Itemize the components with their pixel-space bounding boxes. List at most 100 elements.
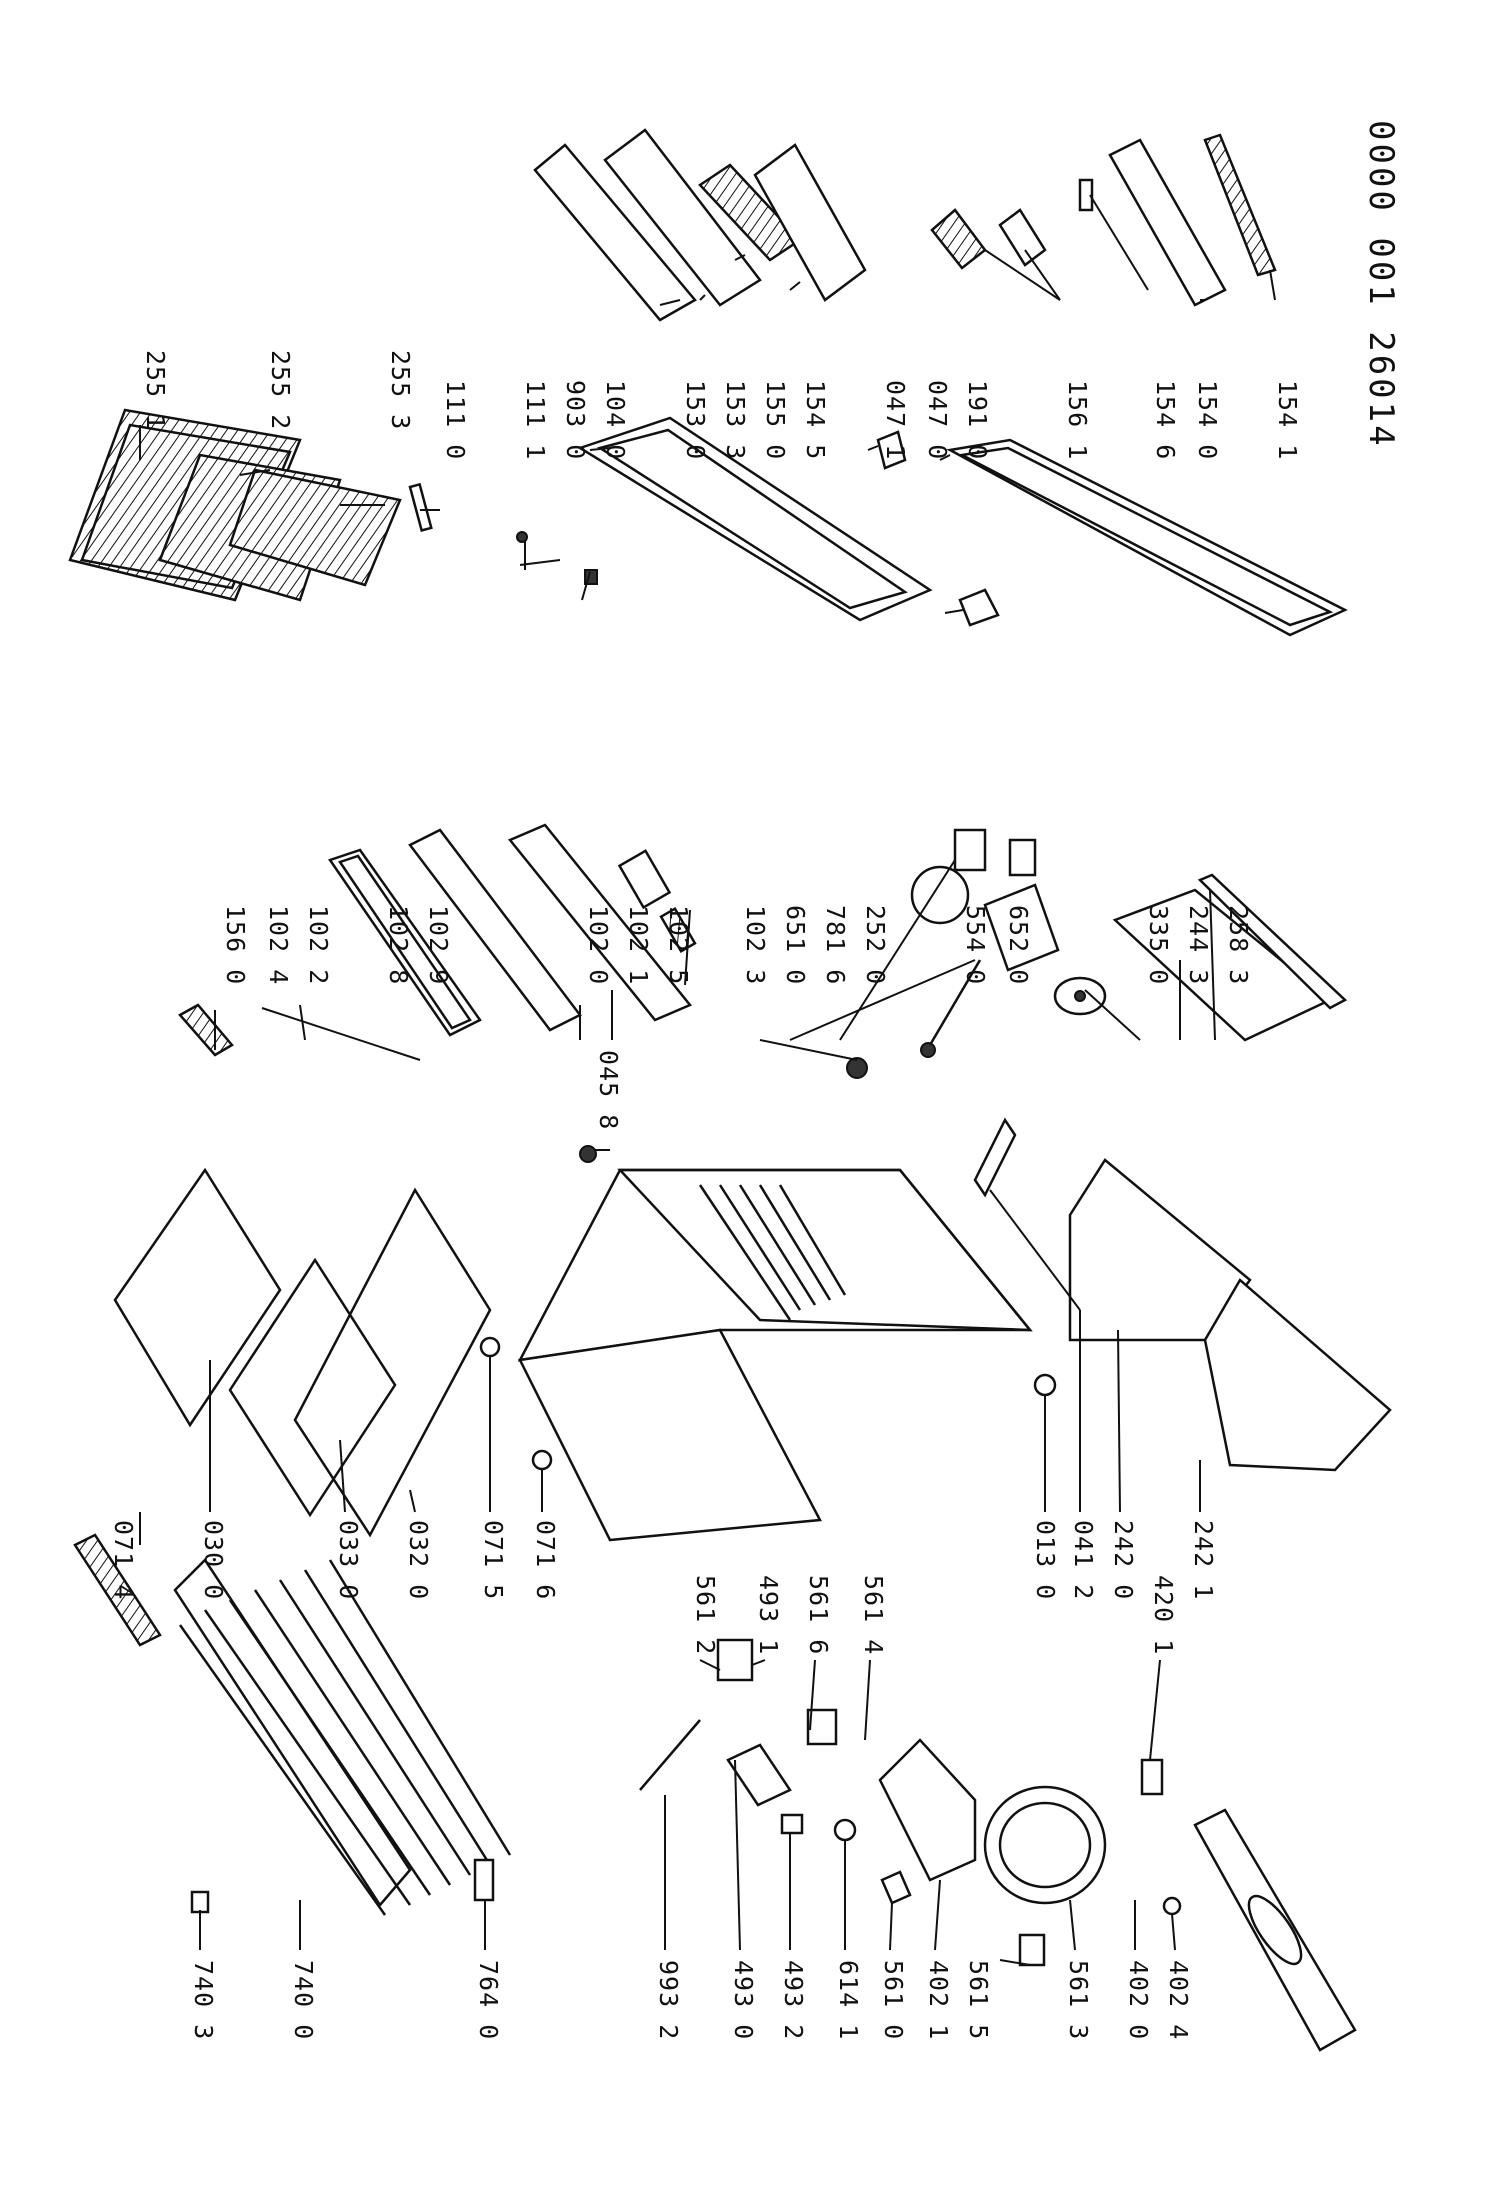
label-047-0: 047 0 xyxy=(923,380,952,460)
label-781-6: 781 6 xyxy=(821,905,850,985)
part-156-1-a xyxy=(930,208,987,270)
label-651-0: 651 0 xyxy=(781,905,810,985)
door-bin-154-0 xyxy=(1108,138,1227,307)
leader-lines xyxy=(139,194,1276,1966)
cabinet xyxy=(517,1168,1033,1542)
freezer-bar-156-0 xyxy=(178,1003,234,1057)
part-561-6 xyxy=(806,1708,838,1746)
crisper-rail-258-3 xyxy=(1197,873,1348,1010)
label-764-0: 764 0 xyxy=(474,1960,503,2040)
label-993-2: 993 2 xyxy=(654,1960,683,2040)
label-191-0: 191 0 xyxy=(963,380,992,460)
condenser-740-0 xyxy=(173,1558,512,1916)
label-104-0: 104 0 xyxy=(601,380,630,460)
door-bin-154-5 xyxy=(753,143,867,302)
crisper-242-1 xyxy=(1203,1278,1392,1472)
foot-047-0 xyxy=(958,588,1000,627)
label-561-0: 561 0 xyxy=(879,1960,908,2040)
clip-071-6 xyxy=(531,1449,553,1471)
part-561-5 xyxy=(1018,1933,1046,1967)
part-614-1 xyxy=(833,1818,857,1842)
panel-071-4 xyxy=(73,1533,162,1647)
label-030-0: 030 0 xyxy=(199,1520,228,1600)
label-561-4: 561 4 xyxy=(859,1575,888,1655)
label-102-8: 102 8 xyxy=(384,905,413,985)
part-156-1-b xyxy=(998,208,1047,267)
label-032-0: 032 0 xyxy=(404,1520,433,1600)
dryer-764-0 xyxy=(473,1858,495,1902)
label-102-1: 102 1 xyxy=(624,905,653,985)
label-252-0: 252 0 xyxy=(861,905,890,985)
label-402-1: 402 1 xyxy=(924,1960,953,2040)
label-561-6: 561 6 xyxy=(804,1575,833,1655)
label-258-3: 258 3 xyxy=(1224,905,1253,985)
label-111-0: 111 0 xyxy=(441,380,470,460)
label-153-0: 153 0 xyxy=(681,380,710,460)
label-156-1: 156 1 xyxy=(1063,380,1092,460)
cover-402-1 xyxy=(878,1738,977,1882)
label-102-9: 102 9 xyxy=(424,905,453,985)
glass-shelf-255-3 xyxy=(228,468,402,587)
switch-652-0 xyxy=(1008,838,1037,877)
label-402-0: 402 0 xyxy=(1124,1960,1153,2040)
label-740-3: 740 3 xyxy=(189,1960,218,2040)
label-156-0: 156 0 xyxy=(221,905,250,985)
label-154-1: 154 1 xyxy=(1273,380,1302,460)
part-111-0 xyxy=(408,482,433,532)
thermostat-housing xyxy=(983,883,1060,972)
thermostat-651-0 xyxy=(846,1057,868,1079)
label-561-3: 561 3 xyxy=(1064,1960,1093,2040)
label-652-0: 652 0 xyxy=(1004,905,1033,985)
document-number: 0000 001 26014 xyxy=(1361,120,1401,449)
label-561-2: 561 2 xyxy=(691,1575,720,1655)
label-402-4: 402 4 xyxy=(1164,1960,1193,2040)
label-071-4: 071 4 xyxy=(109,1520,138,1600)
label-154-6: 154 6 xyxy=(1151,380,1180,460)
sensor-781-6 xyxy=(920,959,982,1058)
label-335-0: 335 0 xyxy=(1144,905,1173,985)
label-561-5: 561 5 xyxy=(964,1960,993,2040)
label-420-1: 420 1 xyxy=(1149,1575,1178,1655)
label-102-3: 102 3 xyxy=(741,905,770,985)
frame-032-0 xyxy=(293,1187,492,1538)
label-493-1: 493 1 xyxy=(754,1575,783,1655)
label-071-6: 071 6 xyxy=(531,1520,560,1600)
label-244-3: 244 3 xyxy=(1184,905,1213,985)
label-102-5: 102 5 xyxy=(664,905,693,985)
label-102-2: 102 2 xyxy=(304,905,333,985)
label-255-3: 255 3 xyxy=(386,350,415,430)
label-740-0: 740 0 xyxy=(289,1960,318,2040)
panel-030-0 xyxy=(113,1167,282,1428)
capacitor-420-1 xyxy=(1140,1758,1164,1796)
label-033-0: 033 0 xyxy=(334,1520,363,1600)
part-493-2 xyxy=(780,1813,804,1835)
part-561-0 xyxy=(880,1870,912,1905)
label-154-5: 154 5 xyxy=(801,380,830,460)
door-gasket-191-0 xyxy=(946,438,1348,637)
label-493-2: 493 2 xyxy=(779,1960,808,2040)
label-045-8: 045 8 xyxy=(594,1050,623,1130)
label-154-0: 154 0 xyxy=(1193,380,1222,460)
knob-335-0 xyxy=(1053,976,1107,1016)
label-903-0: 903 0 xyxy=(561,380,590,460)
part-154-6 xyxy=(1078,178,1094,212)
label-255-2: 255 2 xyxy=(266,350,295,430)
label-071-5: 071 5 xyxy=(479,1520,508,1600)
label-102-0: 102 0 xyxy=(584,905,613,985)
lamp-554-0 xyxy=(953,828,987,872)
screw-045-8 xyxy=(579,1145,597,1163)
compressor-402-0 xyxy=(983,1785,1107,1905)
hinge-047-1 xyxy=(876,430,907,470)
label-242-1: 242 1 xyxy=(1189,1520,1218,1600)
freezer-frame-102-8 xyxy=(328,848,482,1037)
clip-071-5 xyxy=(479,1336,501,1358)
freezer-door-102-0 xyxy=(507,823,693,1022)
label-255-1: 255 1 xyxy=(141,350,170,430)
door-inner-104-0 xyxy=(577,416,933,622)
label-041-2: 041 2 xyxy=(1069,1520,1098,1600)
label-155-0: 155 0 xyxy=(761,380,790,460)
relay-561-2 xyxy=(716,1638,754,1682)
door-bin-153-0 xyxy=(533,143,697,322)
roller-013-0 xyxy=(1033,1373,1057,1397)
